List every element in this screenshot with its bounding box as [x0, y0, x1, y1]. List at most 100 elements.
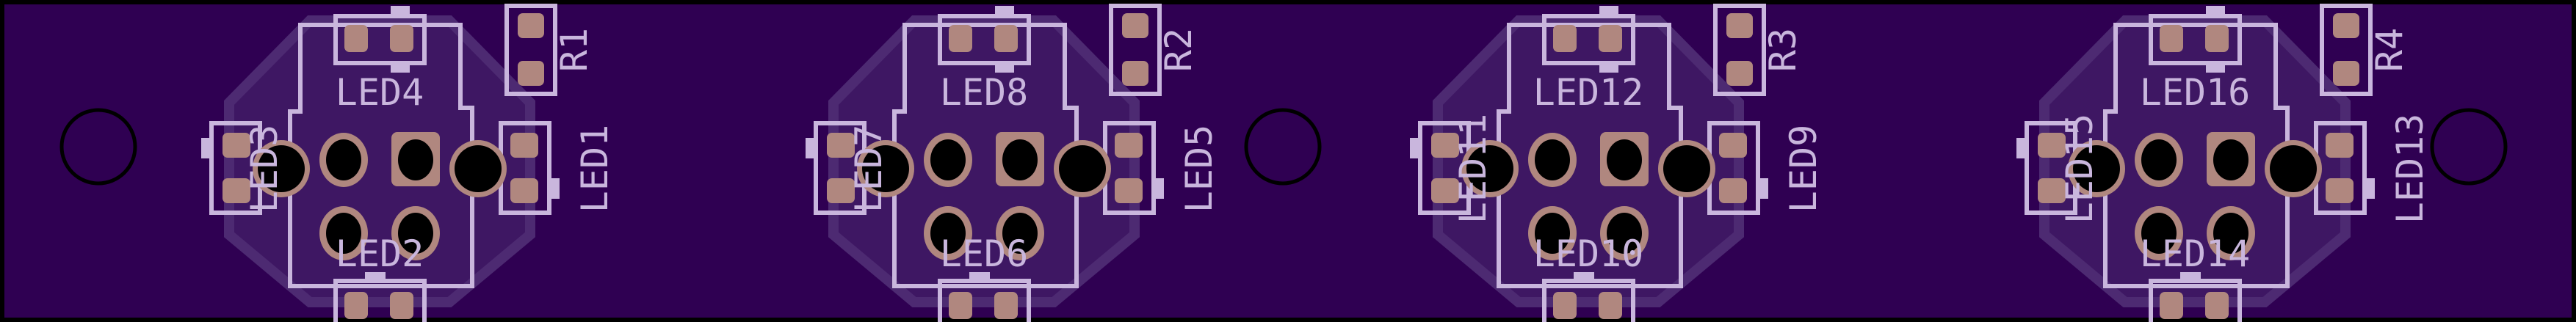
label-led-top: LED4 — [336, 71, 424, 114]
component-outline — [892, 23, 1079, 288]
polarity-tab — [201, 138, 211, 158]
polarity-tab — [1758, 178, 1768, 199]
drill-hole — [1002, 213, 1038, 254]
smd-pad — [1719, 133, 1747, 158]
polarity-tab — [1410, 138, 1420, 158]
drill-hole — [1663, 145, 1710, 192]
polarity-tab — [2016, 138, 2027, 158]
resistor-package — [504, 4, 557, 96]
component-outline — [1497, 23, 1683, 288]
polarity-tab — [2180, 272, 2201, 281]
smd-pad — [1553, 292, 1577, 319]
drill-hole — [2213, 213, 2248, 254]
drill-hole — [930, 213, 966, 254]
label-led-right: LED1 — [574, 125, 616, 213]
mounting-hole — [1244, 108, 1322, 186]
drill-hole — [1535, 213, 1570, 254]
smd-pad — [1122, 61, 1148, 86]
drill-hole — [1059, 145, 1106, 192]
drill-hole — [2141, 213, 2177, 254]
polarity-tab — [391, 6, 410, 16]
drill-hole — [2141, 139, 2177, 180]
drill-hole — [862, 145, 909, 192]
smd-pad — [1115, 133, 1143, 158]
drill-hole — [2073, 145, 2120, 192]
smd-pad — [827, 178, 855, 203]
polarity-tab — [549, 178, 560, 199]
smd-pad — [2160, 25, 2183, 52]
smd-pad — [827, 133, 855, 158]
smd-pad — [949, 292, 972, 319]
smd-pad — [1431, 178, 1459, 203]
smd-pad — [1599, 25, 1622, 52]
drill-hole — [455, 145, 502, 192]
label-led-top: LED16 — [2140, 71, 2251, 114]
smd-pad — [994, 292, 1018, 319]
led-package-top — [1542, 14, 1635, 65]
smd-pad — [2038, 133, 2066, 158]
drill-hole — [930, 139, 966, 180]
smd-pad — [1726, 13, 1753, 38]
polarity-tab — [2206, 6, 2225, 16]
smd-pad — [1122, 13, 1148, 38]
drill-hole — [1002, 139, 1038, 180]
drill-hole — [326, 139, 361, 180]
smd-pad — [994, 25, 1018, 52]
label-led-bottom: LED2 — [336, 233, 424, 275]
smd-pad — [2205, 292, 2229, 319]
led-package-top — [2149, 14, 2242, 65]
smd-pad — [1719, 178, 1747, 203]
polarity-tab — [1154, 178, 1164, 199]
component-outline — [288, 23, 474, 288]
drill-hole — [2270, 145, 2317, 192]
mounting-hole — [59, 108, 137, 186]
smd-pad — [2038, 178, 2066, 203]
polarity-tab — [806, 138, 816, 158]
polarity-tab — [1574, 272, 1594, 281]
label-resistor: R3 — [1762, 28, 1804, 72]
drill-hole — [1466, 145, 1513, 192]
smd-pad — [2333, 61, 2359, 86]
label-resistor: R4 — [2368, 28, 2411, 72]
component-outline — [2103, 23, 2290, 288]
mounting-hole — [2430, 108, 2508, 186]
drill-hole — [1535, 139, 1570, 180]
drill-hole — [1607, 139, 1642, 180]
smd-pad — [1431, 133, 1459, 158]
resistor-package — [1109, 4, 1162, 96]
label-led-left: LED15 — [2058, 114, 2101, 224]
polarity-tab — [995, 63, 1014, 73]
polarity-tab — [969, 272, 990, 281]
polarity-tab — [2365, 178, 2375, 199]
drill-hole — [2213, 139, 2248, 180]
polarity-tab — [2206, 63, 2225, 73]
drill-hole — [1607, 213, 1642, 254]
label-led-top: LED12 — [1533, 71, 1644, 114]
smd-pad — [2160, 292, 2183, 319]
label-led-right: LED5 — [1178, 125, 1220, 213]
drill-hole — [258, 145, 305, 192]
smd-pad — [344, 25, 368, 52]
label-led-left: LED11 — [1452, 114, 1494, 224]
smd-pad — [518, 61, 544, 86]
resistor-package — [2320, 4, 2373, 96]
drill-hole — [326, 213, 361, 254]
resistor-package — [1713, 4, 1766, 96]
smd-pad — [222, 133, 250, 158]
label-led-top: LED8 — [940, 71, 1028, 114]
led-package-top — [938, 14, 1031, 65]
smd-pad — [1553, 25, 1577, 52]
smd-pad — [949, 25, 972, 52]
polarity-tab — [1599, 63, 1618, 73]
label-led-left: LED7 — [847, 125, 890, 213]
label-led-right: LED9 — [1782, 125, 1825, 213]
smd-pad — [510, 178, 538, 203]
smd-pad — [390, 292, 413, 319]
smd-pad — [1115, 178, 1143, 203]
label-led-bottom: LED10 — [1533, 233, 1644, 275]
smd-pad — [2326, 133, 2354, 158]
